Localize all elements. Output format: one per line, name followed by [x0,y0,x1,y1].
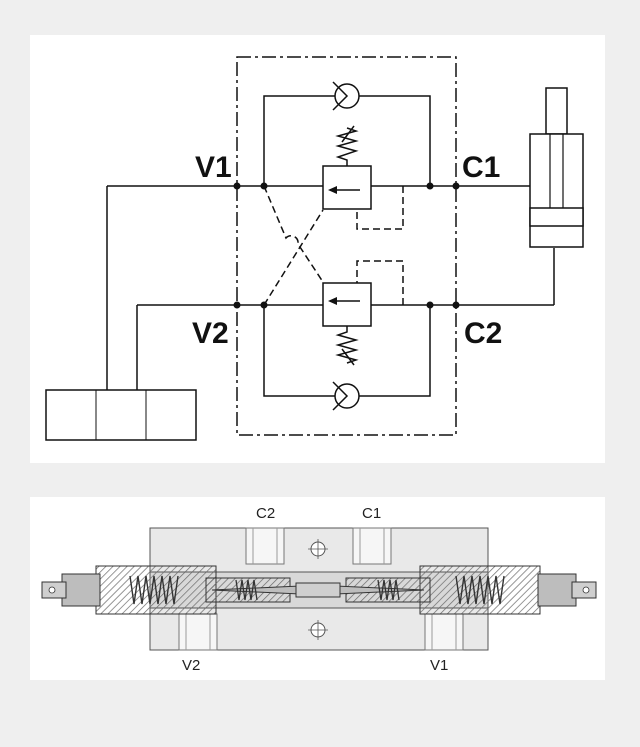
junction-dots [233,182,460,309]
port-bore-c1 [352,527,392,565]
mounting-hole-top [308,539,328,559]
port-bore-v2 [178,613,218,651]
port-label-v2: V2 [192,317,229,350]
section-label-c1: C1 [362,505,381,522]
port-bore-c2 [245,527,285,565]
left-spring [129,575,179,605]
valve-cross-section: C2 C1 V2 V1 [41,505,597,674]
section-label-c2: C2 [256,505,275,522]
port-label-c2: C2 [464,317,502,350]
pilot-piston [295,582,341,598]
spring-bottom [335,326,359,364]
check-valve-top [332,81,360,111]
spring-top [335,127,359,166]
pilot-drain-top [356,186,404,230]
port-bore-v1 [424,613,464,651]
port-label-v1: V1 [195,151,232,184]
valve-envelope [236,56,457,436]
section-label-v2: V2 [182,657,200,674]
right-cartridge [335,565,597,615]
valve-section-panel: C2 C1 V2 V1 [30,497,605,680]
mounting-hole-bottom [308,620,328,640]
hydraulic-schematic-panel: V1 C1 V2 C2 [30,35,605,463]
pilot-line-b [263,209,324,306]
counterbalance-valve-bottom [322,282,372,366]
hydraulic-schematic: V1 C1 V2 C2 [45,56,584,441]
left-cartridge [41,565,301,615]
directional-control-valve [45,389,197,441]
hydraulic-cylinder [529,87,584,248]
section-label-v1: V1 [430,657,448,674]
pilot-line-a [263,185,324,283]
check-valve-bottom [332,381,360,411]
right-spring [455,575,505,605]
pilot-drain-bottom [356,260,404,305]
port-label-c1: C1 [462,151,500,184]
counterbalance-valve-top [322,125,372,210]
